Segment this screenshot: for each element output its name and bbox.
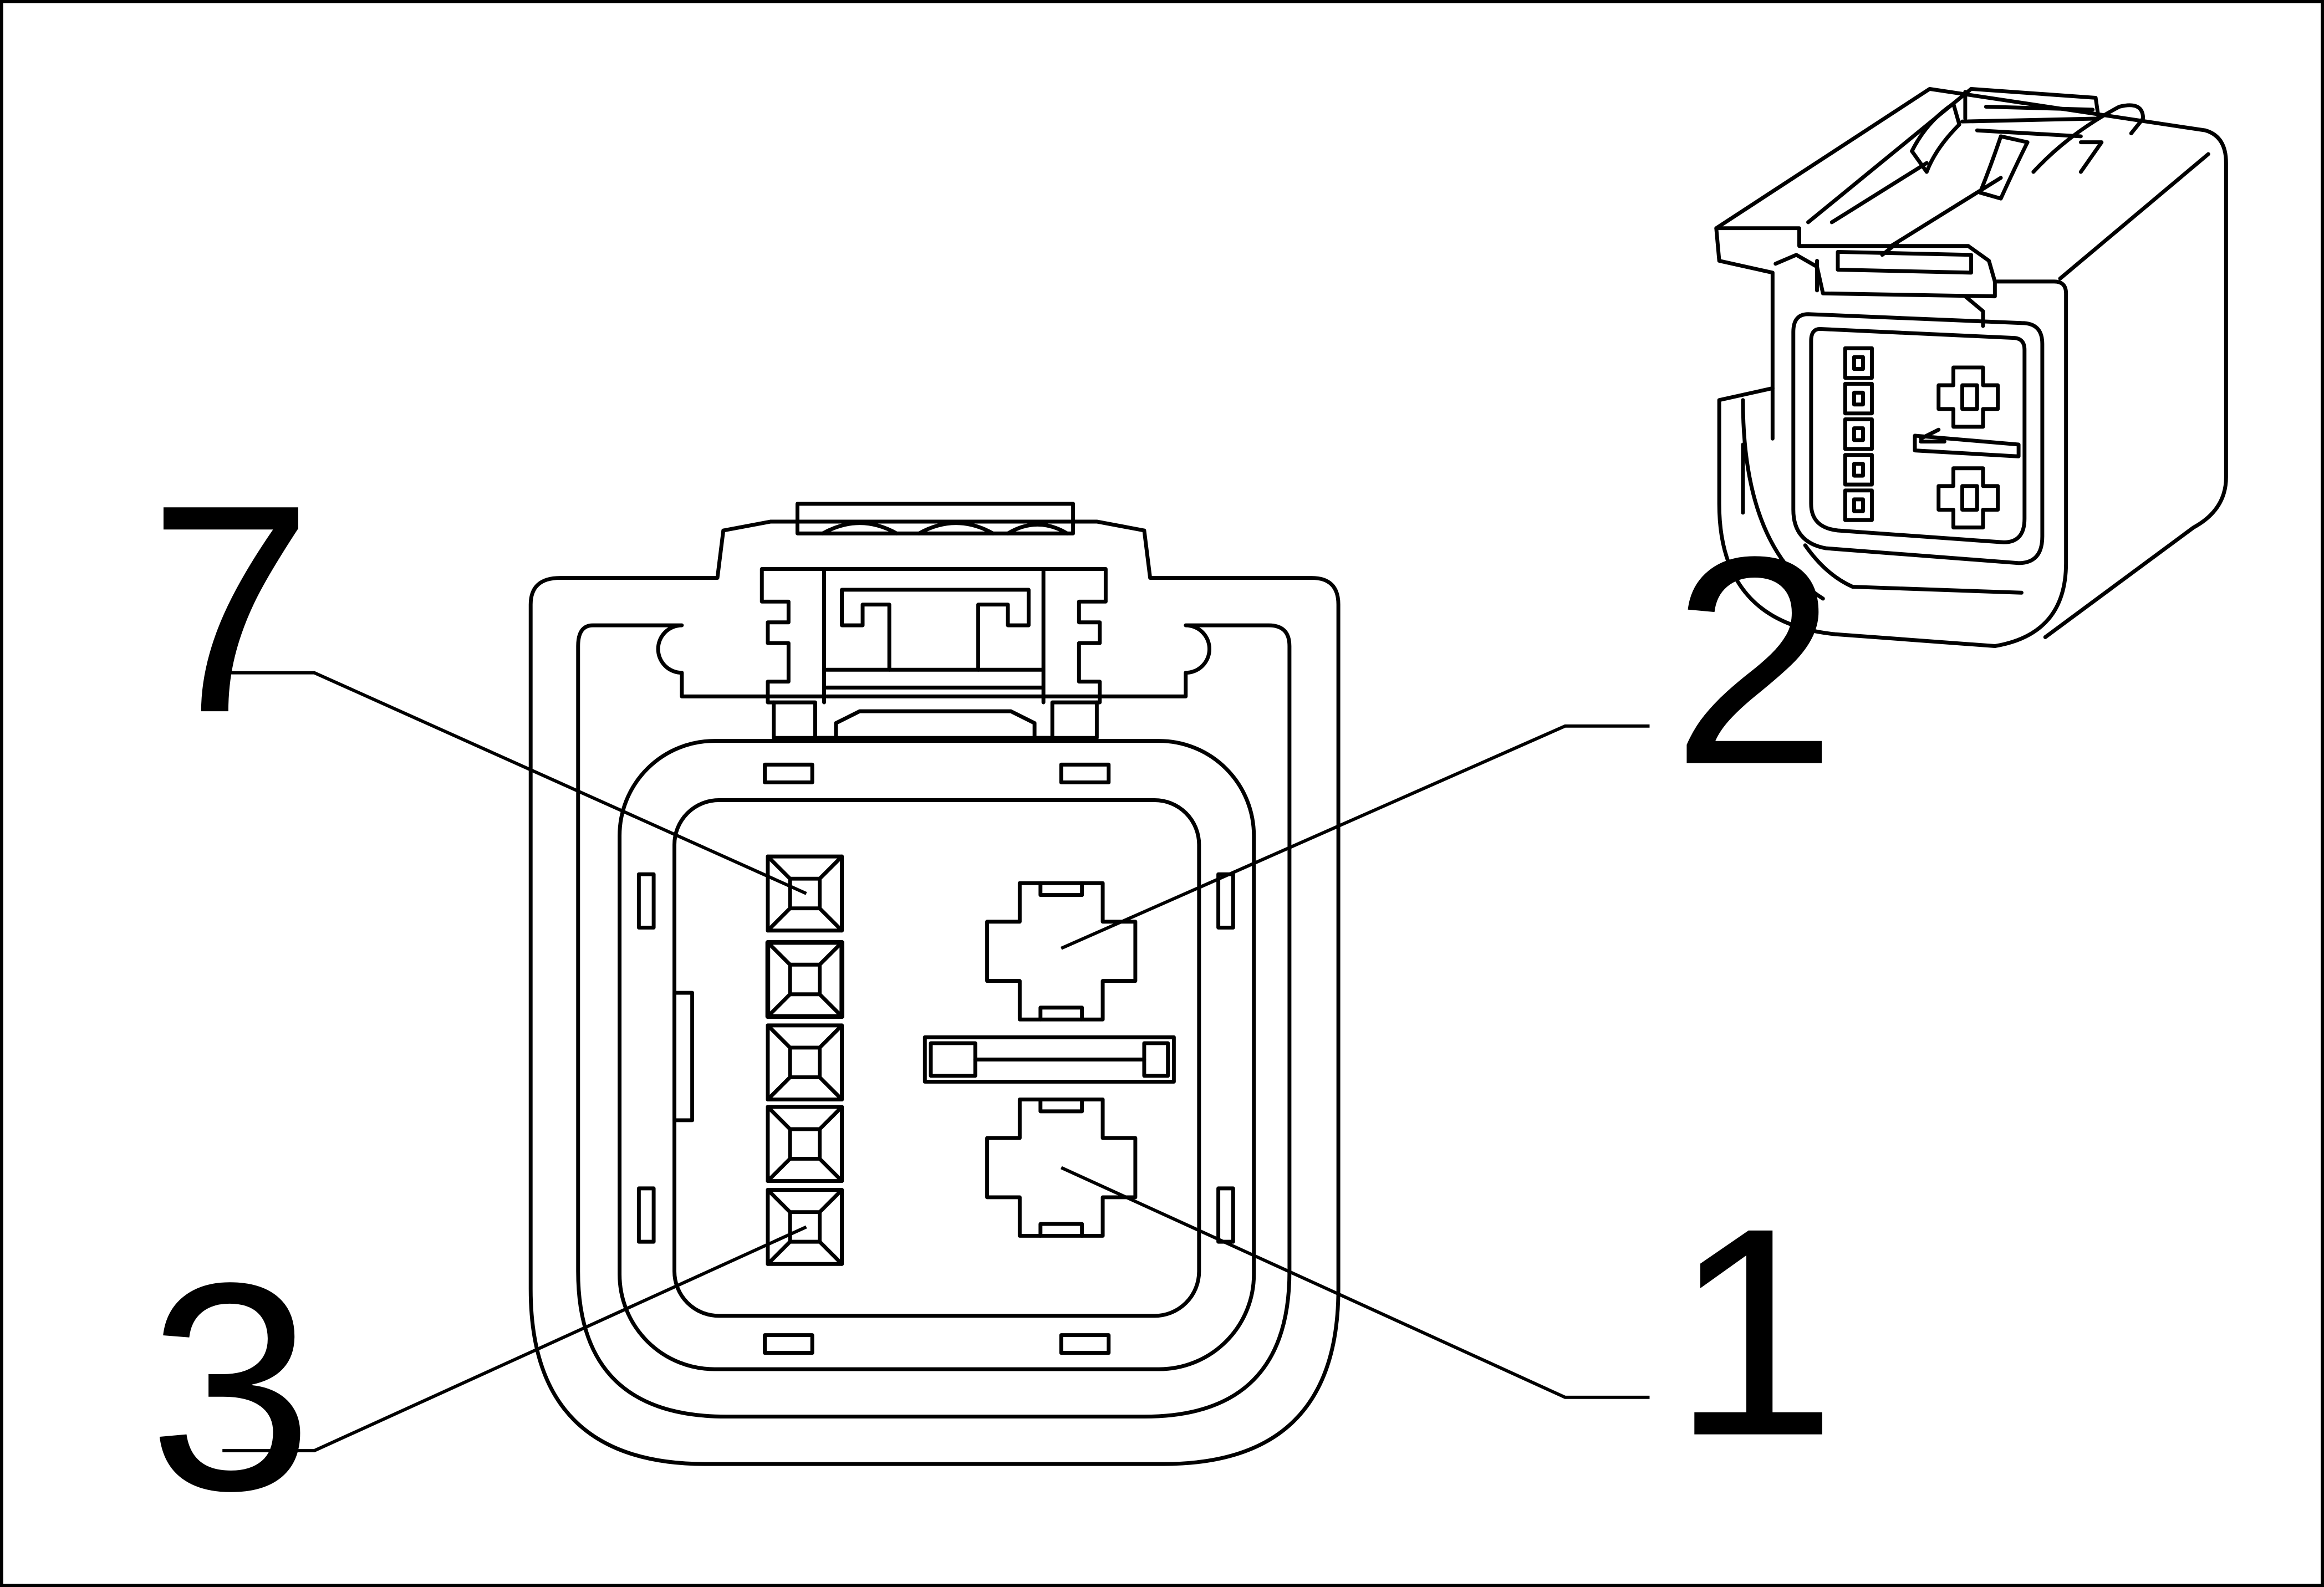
slot	[1216, 1186, 1235, 1244]
iso-small-terminal	[1843, 488, 1874, 522]
slot	[636, 1186, 656, 1244]
iso-shorting-bar	[1913, 427, 2021, 458]
latch-top-bar	[795, 502, 1076, 535]
small-terminal	[765, 940, 844, 1019]
shorting-bar	[923, 1035, 1176, 1084]
small-terminal	[766, 1023, 844, 1101]
leader-line	[1061, 724, 1650, 950]
latch-hook	[840, 588, 1031, 672]
leader-line	[222, 671, 807, 895]
polarization-key	[672, 991, 695, 1122]
slot	[1216, 872, 1235, 930]
iso-large-terminal	[1936, 466, 2000, 530]
callout-1: 1	[1061, 1166, 1837, 1498]
leader-line	[222, 1225, 807, 1453]
housing-outer	[528, 519, 1341, 1466]
slot	[636, 872, 656, 930]
connector-isometric-view	[1714, 86, 2228, 648]
callout-label: 1	[1672, 1167, 1837, 1498]
iso-small-terminal	[1843, 346, 1874, 380]
callout-7: 7	[149, 443, 807, 895]
iso-front-outer	[1714, 226, 2068, 648]
callout-label: 7	[149, 443, 313, 774]
small-terminal	[766, 1188, 844, 1266]
connector-front-view	[528, 502, 1341, 1466]
slot	[1059, 762, 1111, 784]
iso-mating-face	[1791, 312, 2045, 565]
iso-small-terminal	[1843, 453, 1874, 487]
iso-large-terminal	[1936, 365, 2000, 429]
housing-inner	[576, 623, 1292, 1419]
latch-window	[822, 567, 1046, 705]
large-terminal-lower	[985, 1098, 1138, 1238]
iso-small-terminal	[1843, 417, 1874, 451]
leader-line	[1061, 1166, 1650, 1399]
slot	[1059, 1333, 1111, 1355]
slot	[763, 1333, 814, 1355]
callout-label: 2	[1672, 496, 1837, 826]
small-terminal	[766, 1105, 844, 1183]
slot	[763, 762, 814, 784]
iso-small-terminal	[1843, 381, 1874, 416]
callout-label: 3	[149, 1222, 313, 1553]
callout-2: 2	[1061, 496, 1837, 950]
small-terminal	[766, 854, 844, 933]
large-terminal-upper	[985, 881, 1138, 1022]
mating-face-outer	[618, 739, 1256, 1371]
callout-3: 3	[149, 1222, 807, 1553]
